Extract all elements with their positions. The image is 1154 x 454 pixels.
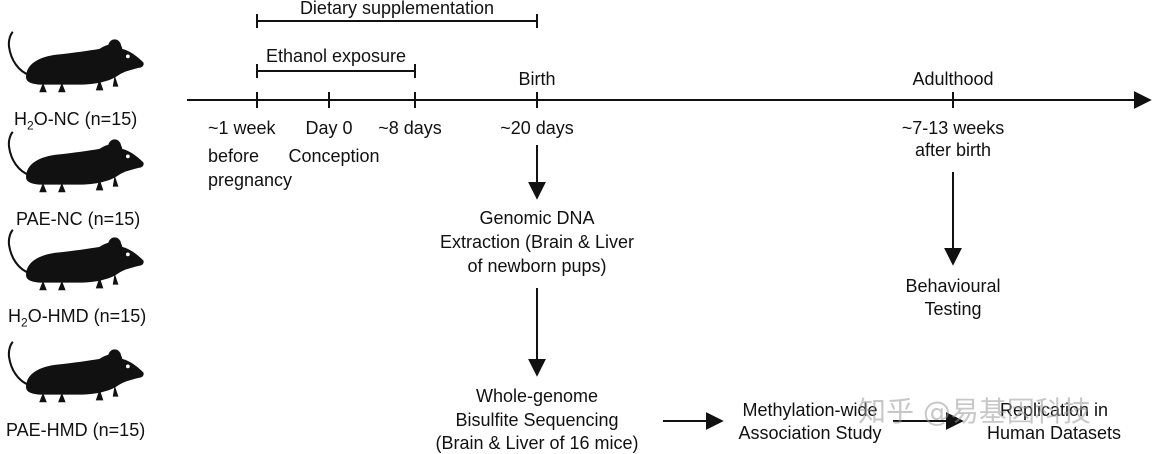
tick-label-after-birth: after birth xyxy=(914,140,992,160)
tick-label-day0: Day 0 xyxy=(305,118,353,138)
watermark: 知乎 @易基因科技 xyxy=(858,395,1091,428)
wgbs-line1: Whole-genome xyxy=(475,386,599,406)
timeline-ticks xyxy=(256,92,954,108)
tick-label-before: before xyxy=(208,146,260,166)
adulthood-label: Adulthood xyxy=(912,69,994,89)
mouse-icon xyxy=(7,340,145,404)
dna-extraction-line2: Extraction (Brain & Liver xyxy=(439,232,635,252)
tick-label-pregnancy: pregnancy xyxy=(208,170,293,190)
dietary-bracket xyxy=(256,14,538,28)
tick-label-8-days: ~8 days xyxy=(378,118,442,138)
tick-label-weeks: ~7-13 weeks xyxy=(901,118,1005,138)
dna-extraction-line1: Genomic DNA xyxy=(479,208,595,228)
birth-label: Birth xyxy=(518,69,556,89)
mouse-icon xyxy=(7,228,145,292)
mouse-icon xyxy=(7,130,145,194)
tick-label-week-before: ~1 week xyxy=(208,118,276,138)
mouse-icon xyxy=(7,30,145,94)
mwas-line1: Methylation-wide xyxy=(742,400,878,420)
behaviour-line1: Behavioural xyxy=(905,276,1001,296)
replication-line1: Replication in xyxy=(999,400,1109,420)
dietary-supplementation-label: Dietary supplementation xyxy=(299,0,495,18)
wgbs-line3: (Brain & Liver of 16 mice) xyxy=(435,433,639,453)
dna-extraction-line3: of newborn pups) xyxy=(467,256,607,276)
behaviour-line2: Testing xyxy=(924,299,982,319)
group-label-h2o-nc: H2O-NC (n=15) xyxy=(14,109,138,133)
ethanol-exposure-label: Ethanol exposure xyxy=(265,46,407,66)
group-label-h2o-hmd: H2O-HMD (n=15) xyxy=(8,306,147,330)
tick-label-conception: Conception xyxy=(288,146,380,166)
replication-line2: Human Datasets xyxy=(986,423,1122,443)
ethanol-bracket xyxy=(256,64,416,78)
mwas-line2: Association Study xyxy=(738,423,882,443)
group-label-pae-hmd: PAE-HMD (n=15) xyxy=(6,420,146,440)
wgbs-line2: Bisulfite Sequencing xyxy=(455,410,619,430)
tick-label-20-days: ~20 days xyxy=(500,118,574,138)
group-label-pae-nc: PAE-NC (n=15) xyxy=(16,209,141,229)
